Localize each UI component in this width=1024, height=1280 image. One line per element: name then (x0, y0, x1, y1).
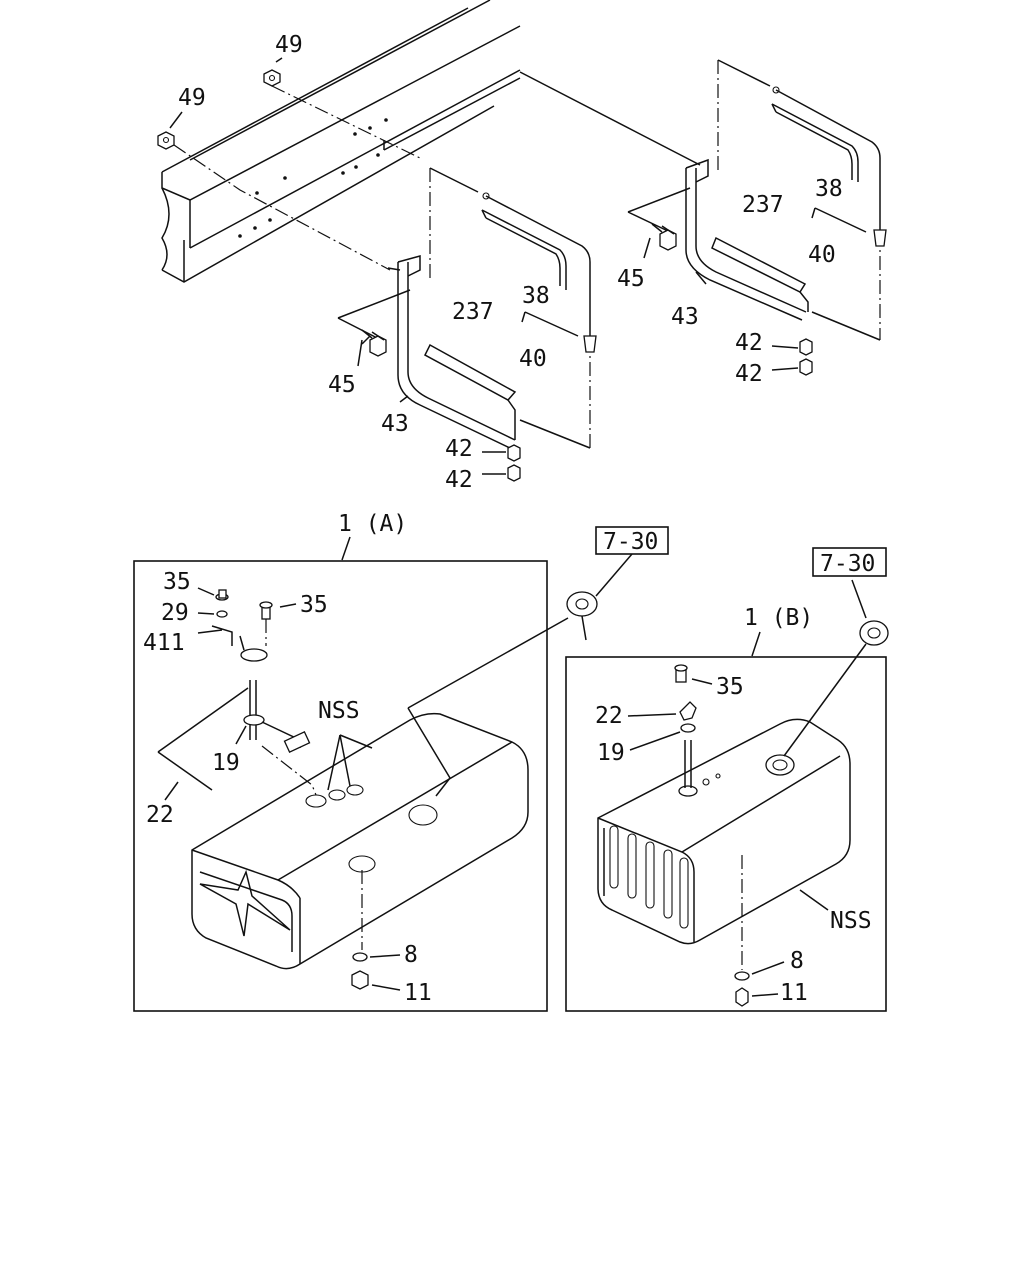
label-42-right-a: 42 (735, 330, 763, 356)
label-49-lower: 49 (178, 85, 206, 111)
label-38-right: 38 (815, 176, 843, 202)
ref-7-30-a: 7-30 (603, 529, 658, 555)
label-40-left: 40 (519, 346, 547, 372)
label-45-left: 45 (328, 372, 356, 398)
nut-49-upper: 49 (263, 32, 303, 87)
label-b-22: 22 (595, 703, 623, 729)
label-b-8: 8 (790, 948, 804, 974)
label-a-19: 19 (212, 750, 240, 776)
panel-tank-a: 1 (A) (133, 511, 669, 1012)
box-1a (133, 560, 548, 1012)
label-a-35-right: 35 (300, 592, 328, 618)
label-b-11: 11 (780, 980, 808, 1006)
label-42-left-b: 42 (445, 467, 473, 493)
label-a-35-left: 35 (163, 569, 191, 595)
label-43-right: 43 (671, 304, 699, 330)
mount-line-right (519, 71, 701, 166)
label-a-411: 411 (143, 630, 185, 656)
panel-tank-b: 1 (B) 7-30 (565, 547, 889, 1012)
title-1a: 1 (A) (338, 511, 407, 537)
label-a-8: 8 (404, 942, 418, 968)
label-40-right: 40 (808, 242, 836, 268)
mount-line-49-upper (271, 85, 421, 159)
label-42-left-a: 42 (445, 436, 473, 462)
box-1b (565, 656, 887, 1012)
bracket-assembly-left: 38 237 40 45 43 42 42 (328, 167, 597, 493)
nut-49-lower: 49 (157, 85, 206, 150)
label-43-left: 43 (381, 411, 409, 437)
label-a-22: 22 (146, 802, 174, 828)
label-a-11: 11 (404, 980, 432, 1006)
mount-line-49-lower (173, 144, 391, 271)
ref-box-b (812, 547, 887, 577)
title-1b: 1 (B) (744, 605, 813, 631)
label-a-29: 29 (161, 600, 189, 626)
label-45-right: 45 (617, 266, 645, 292)
label-237-left: 237 (452, 299, 494, 325)
frame-rail (161, 0, 521, 283)
label-b-nss: NSS (830, 908, 872, 934)
label-38-left: 38 (522, 283, 550, 309)
label-a-nss: NSS (318, 698, 360, 724)
label-237-right: 237 (742, 192, 784, 218)
label-b-19: 19 (597, 740, 625, 766)
label-49-upper: 49 (275, 32, 303, 58)
bracket-assembly-right: 38 237 40 45 43 42 42 (617, 59, 887, 387)
ref-box-a (595, 526, 669, 555)
label-b-35: 35 (716, 674, 744, 700)
ref-7-30-b: 7-30 (820, 551, 875, 577)
label-42-right-b: 42 (735, 361, 763, 387)
